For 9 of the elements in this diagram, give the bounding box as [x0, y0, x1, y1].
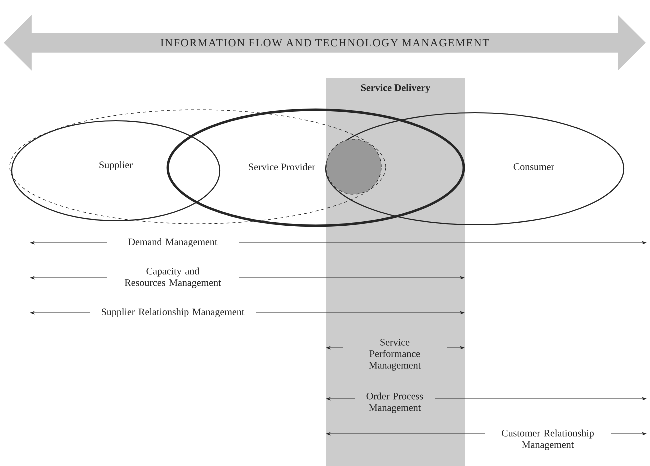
range-label: Service Performance Management [369, 339, 422, 371]
double-arrow-banner: INFORMATION FLOW AND TECHNOLOGY MANAGEMENT [4, 15, 646, 71]
ellipse [10, 110, 386, 224]
circle [326, 139, 382, 195]
range-label: Capacity and Resources Management [124, 268, 222, 288]
range-label: Supplier Relationship Management [102, 308, 245, 318]
range-label: Customer Relationship Management [502, 430, 594, 450]
range-label: Order Process Management [366, 392, 424, 414]
range-label: Demand Management [128, 238, 218, 248]
